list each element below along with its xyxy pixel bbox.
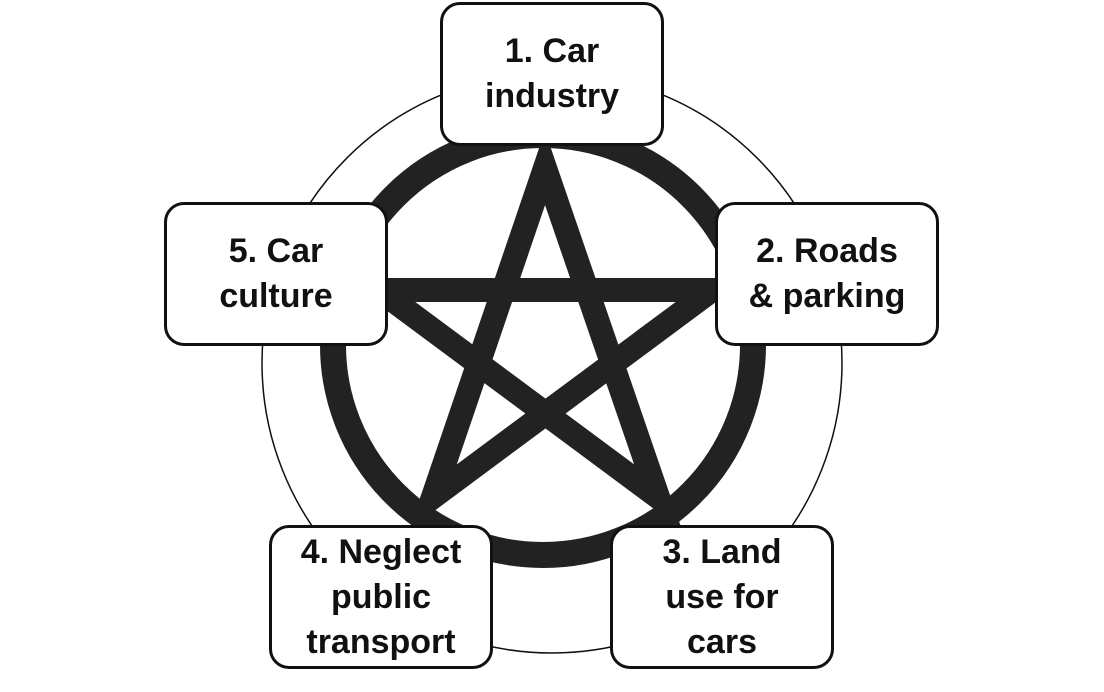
pentagram-icon xyxy=(342,130,749,530)
box-neglect-line-3: transport xyxy=(306,622,456,661)
box-roads-parking-line-2: & parking xyxy=(748,277,906,315)
box-land-use: 3. Land use for cars xyxy=(610,525,834,669)
box-roads-parking: 2. Roads & parking xyxy=(715,202,939,346)
box-neglect-line-2: public xyxy=(330,577,432,616)
box-car-culture-line-2: culture xyxy=(219,277,333,315)
box-car-culture-line-1: 5. Car xyxy=(228,232,324,270)
box-roads-parking-line-1: 2. Roads xyxy=(756,232,898,270)
box-car-industry-line-2: industry xyxy=(484,77,620,115)
box-land-use-line-3: cars xyxy=(687,622,757,661)
box-neglect-line-1: 4. Neglect xyxy=(300,532,462,571)
box-car-industry: 1. Car industry xyxy=(440,2,664,146)
box-car-culture: 5. Car culture xyxy=(164,202,388,346)
box-land-use-line-2: use for xyxy=(665,577,779,616)
box-car-industry-line-1: 1. Car xyxy=(504,32,600,70)
box-land-use-line-1: 3. Land xyxy=(662,532,782,571)
box-neglect-public-transport: 4. Neglect public transport xyxy=(269,525,493,669)
